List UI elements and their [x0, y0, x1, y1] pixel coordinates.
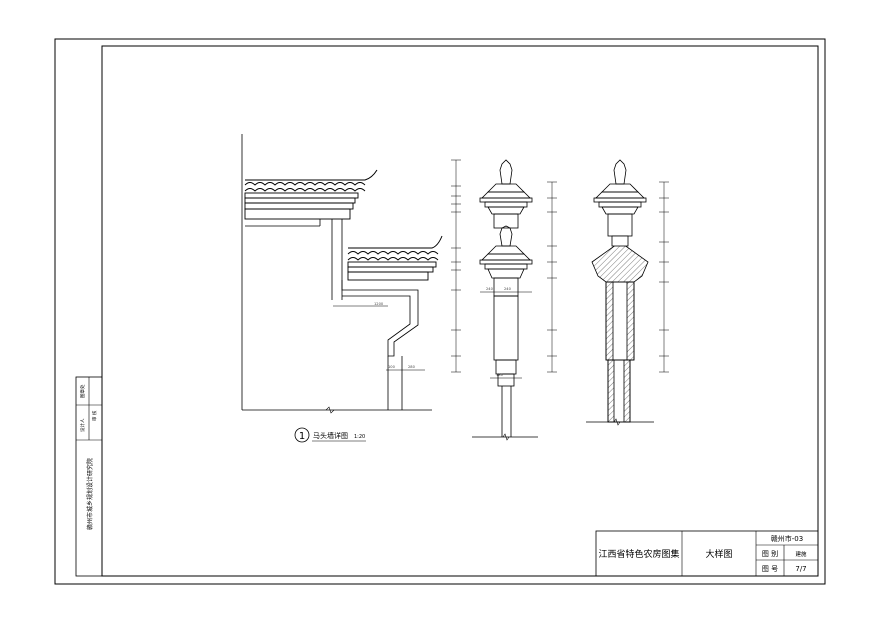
- dim-label: 100: [388, 365, 396, 369]
- elevation-dim-labels: 1200 100 280: [374, 302, 416, 369]
- pillar-section-a: [472, 159, 538, 441]
- drawing-title: 大样图: [705, 548, 732, 560]
- dim-chain-3: [659, 181, 669, 373]
- lower-roof-tiles: [347, 251, 439, 281]
- parapet-wall-elevation: [241, 134, 443, 414]
- detail-caption: 1 马头墙详图 1:20: [294, 427, 366, 443]
- sheet-label: 图 号: [762, 565, 778, 573]
- inner-frame: [101, 45, 819, 577]
- category-label: 图 别: [762, 549, 778, 558]
- dim-label: 240: [504, 287, 512, 291]
- sheet-number: 7/7: [795, 565, 806, 573]
- outer-frame: [54, 38, 826, 585]
- role-designer: 设计人: [79, 418, 86, 432]
- section-a-dim-labels: 240 240 180: [486, 287, 512, 377]
- dim-label: 180: [496, 373, 504, 377]
- title-block: 江西省特色农房图集 大样图 赣州市-03 图 别 建施 图 号 7/7: [595, 530, 819, 577]
- dim-chain-1: [451, 159, 461, 373]
- detail-number-circle: [294, 427, 310, 443]
- detail-scale: 1:20: [354, 434, 365, 440]
- role-reviewer: 审 核: [91, 410, 98, 421]
- drawing-code: 赣州市-03: [771, 534, 803, 543]
- detail-number: 1: [299, 431, 305, 442]
- upper-roof-tiles: [244, 182, 366, 220]
- dim-label: 1200: [374, 302, 384, 306]
- category-value: 建施: [795, 550, 807, 558]
- dim-chain-2: [547, 181, 557, 373]
- dim-label: 240: [486, 287, 494, 291]
- dim-label: 280: [408, 365, 416, 369]
- institute-name: 赣州市城乡规划设计研究院: [86, 458, 94, 530]
- project-name: 江西省特色农房图集: [598, 548, 679, 560]
- stamp-label: 图章处: [79, 384, 86, 398]
- detail-title: 马头墙详图: [313, 431, 348, 440]
- pillar-section-b: [586, 159, 654, 426]
- left-info-strip: 图章处 设计人 审 核 赣州市城乡规划设计研究院: [75, 376, 103, 577]
